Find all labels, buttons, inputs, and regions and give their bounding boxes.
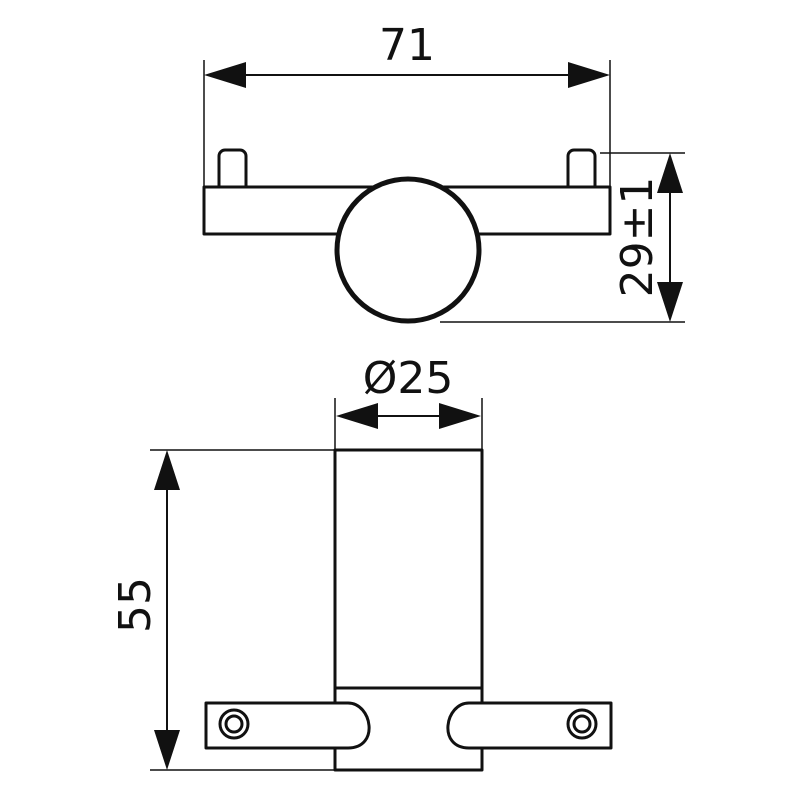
arrowhead xyxy=(439,403,481,429)
dimension-height-side: 55 xyxy=(110,449,335,771)
diameter-label: Ø25 xyxy=(363,353,454,404)
height-side-label: 55 xyxy=(110,577,161,633)
dimension-height-top: 29±1 xyxy=(440,152,685,323)
dimension-diameter: Ø25 xyxy=(334,353,483,450)
left-hook-arm xyxy=(204,701,371,750)
top-view xyxy=(202,148,612,324)
front-view xyxy=(204,448,613,772)
arrowhead xyxy=(336,403,378,429)
arrowhead xyxy=(568,62,610,88)
arrowhead xyxy=(657,153,683,193)
arrowhead xyxy=(154,730,180,770)
round-body xyxy=(334,176,482,324)
dimension-width-top: 71 xyxy=(203,20,611,187)
height-top-label: 29±1 xyxy=(612,177,663,298)
arrowhead xyxy=(154,450,180,490)
width-top-label: 71 xyxy=(379,20,435,71)
arrowhead xyxy=(657,282,683,322)
arrowhead xyxy=(204,62,246,88)
